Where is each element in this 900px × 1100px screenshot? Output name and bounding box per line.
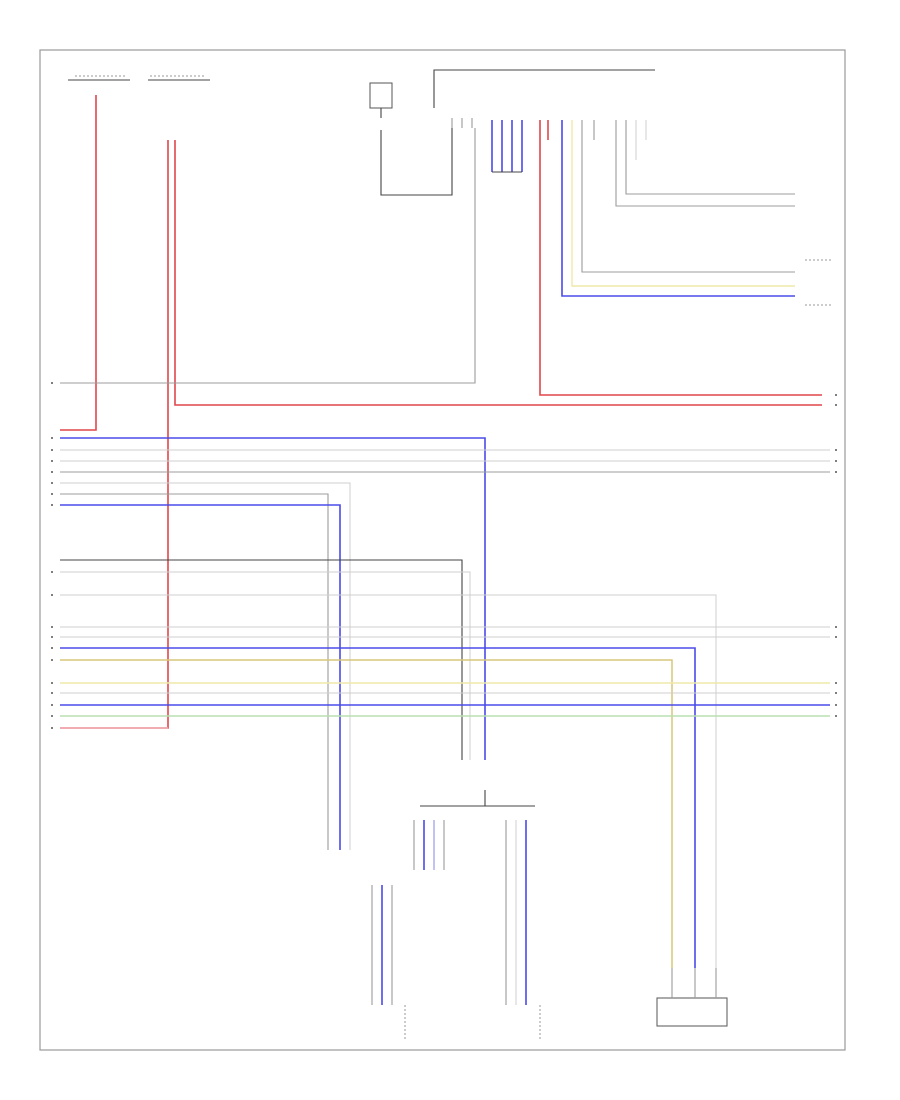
- grey-wire-upper-right: [581, 120, 795, 273]
- red-wire-left-c: [60, 140, 169, 729]
- red-wire-left-a: [60, 95, 97, 431]
- red-wire-top-right: [539, 120, 822, 396]
- top-pin-group: [451, 118, 473, 128]
- yellow-wire-upper-right: [571, 120, 795, 287]
- blue-bus-a: [60, 437, 486, 760]
- lower-left-module: [371, 885, 406, 1040]
- lower-connector-left: [413, 820, 445, 870]
- red-wire-left-b: [174, 140, 822, 406]
- top-left-connector-a: [68, 75, 130, 81]
- top-component-box: [369, 82, 393, 109]
- lower-connector-right: [505, 820, 527, 1005]
- blue-wire-lower: [60, 647, 696, 968]
- right-terminal-marks: [835, 394, 837, 717]
- top-left-connector-b: [148, 75, 210, 81]
- diagram-frame: [39, 49, 846, 1051]
- blue-pair-loop: [491, 120, 523, 173]
- blue-wire-upper-right: [561, 120, 795, 297]
- yellow-wire-lower: [60, 659, 673, 968]
- left-terminal-marks: [51, 382, 53, 729]
- bottom-right-component-box: [656, 997, 728, 1027]
